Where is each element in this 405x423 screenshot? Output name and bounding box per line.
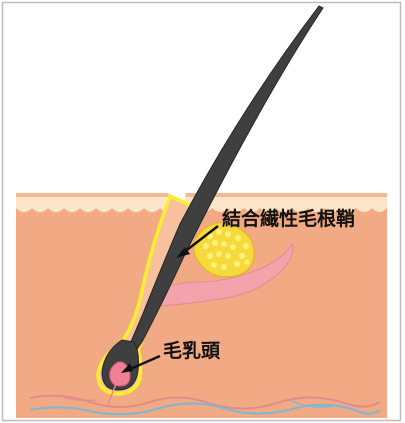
papilla-label: 毛乳頭 xyxy=(163,339,221,362)
sheath-label: 結合繊性毛根鞘 xyxy=(222,207,355,230)
